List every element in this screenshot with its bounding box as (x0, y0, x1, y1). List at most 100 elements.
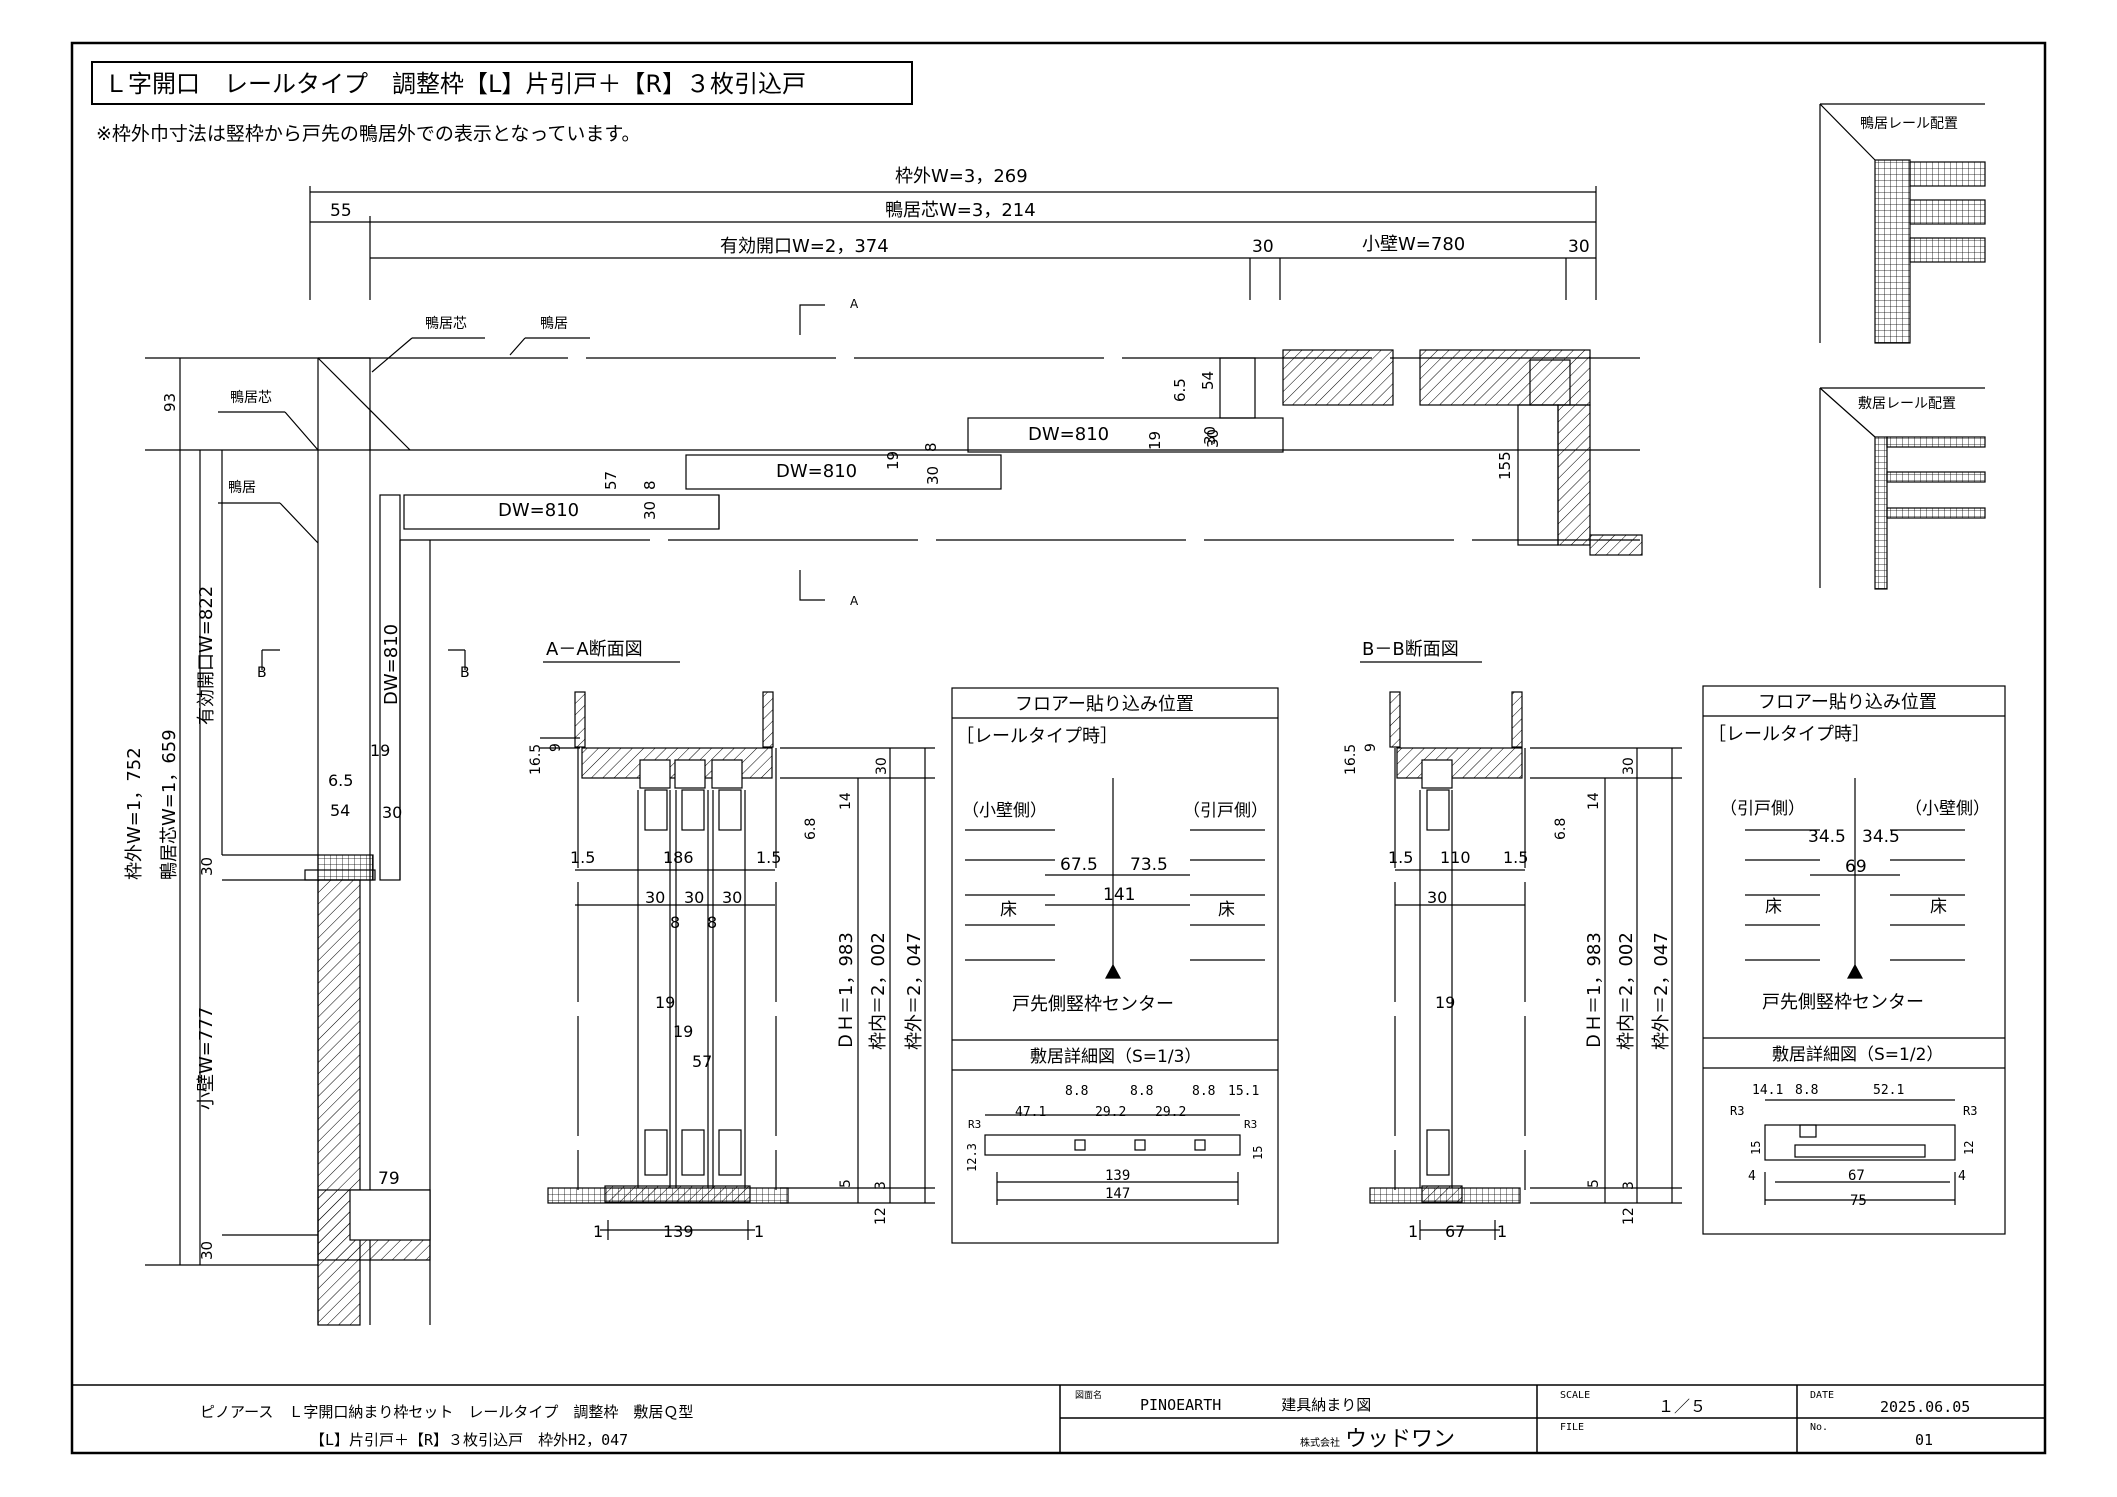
floor1-s1: 8.8 (1065, 1084, 1088, 1099)
dim-6-5: 6.5 (1171, 378, 1189, 402)
dim-19c: 19 (370, 741, 390, 760)
aa-dim-186: 186 (663, 848, 694, 867)
aa-dim-8a: 8 (670, 913, 680, 932)
door-width-2: DW=810 (776, 461, 857, 482)
tb-date-label: DATE (1810, 1390, 1834, 1401)
floor2-w75: 75 (1850, 1193, 1867, 1209)
tb-no-value: 01 (1915, 1431, 1933, 1449)
bb-dim-30a: 30 (1427, 888, 1447, 907)
floor2-title: フロアー貼り込み位置 (1758, 692, 1937, 713)
bb-dim-14: 14 (1586, 792, 1602, 810)
floor2-center: 戸先側竪枠センター (1762, 992, 1924, 1013)
dim-v-30b: 30 (198, 1241, 216, 1260)
bb-dim-16-5: 16.5 (1343, 744, 1359, 775)
floor2-left: （引戸側） (1720, 799, 1805, 819)
door-width-4: DW=810 (381, 624, 402, 705)
floor1-s3: 8.8 (1192, 1084, 1215, 1099)
aa-dim-30b: 30 (684, 888, 704, 907)
aa-dim-139: 139 (663, 1222, 694, 1241)
floor2-r3a: R3 (1730, 1104, 1744, 1118)
aa-dim-1a: 1 (593, 1222, 603, 1241)
tb-name-value: PINOEARTH 建具納まり図 (1140, 1396, 1371, 1414)
title-box (91, 61, 913, 105)
sheet-border (70, 41, 2047, 1455)
floor1-detail: 敷居詳細図（S=1/3） (1030, 1047, 1201, 1067)
aa-dim-12: 12 (873, 1207, 889, 1225)
floor2-s3: 52.1 (1873, 1083, 1904, 1098)
section-aa-labels: A－A断面図 16.5 9 30 14 6.8 1.5 186 1.5 30 3… (528, 639, 925, 1241)
aa-dim-6-8: 6.8 (803, 818, 819, 840)
section-aa (540, 661, 935, 1240)
aa-dim-30: 30 (874, 757, 890, 775)
bb-dim-3: 3 (1621, 1181, 1637, 1190)
dim-30e: 30 (382, 803, 402, 822)
floor-panel-1-labels: フロアー貼り込み位置 ［レールタイプ時］ （小壁側） （引戸側） 67.5 73… (956, 694, 1268, 1202)
dim-v-30: 30 (198, 857, 216, 876)
aa-dim-30a: 30 (645, 888, 665, 907)
aa-dim-14: 14 (838, 792, 854, 810)
tb-company: ウッドワン (1345, 1427, 1455, 1452)
floor1-s2: 8.8 (1130, 1084, 1153, 1099)
floor1-floor-l: 床 (1000, 900, 1017, 920)
tb-line2: 【L】片引戸＋【R】３枚引込戸 枠外H2，047 (310, 1431, 628, 1449)
dim-wall-width: 小壁W=780 (1362, 234, 1465, 255)
aa-dim-3: 3 (873, 1181, 889, 1190)
label-kamoi-core: 鴨居芯 (425, 316, 467, 332)
aa-dim-5: 5 (838, 1179, 854, 1188)
door-width-3: DW=810 (1028, 424, 1109, 445)
aa-dim-1b: 1 (754, 1222, 764, 1241)
floor1-floor-r: 床 (1218, 900, 1235, 920)
floor1-s5: 47.1 (1015, 1105, 1046, 1120)
section-bb (1360, 661, 1682, 1240)
dim-open-width: 有効開口W=2，374 (720, 236, 889, 257)
floor1-d2: 73.5 (1130, 855, 1168, 875)
bb-dim-1b: 1 (1497, 1222, 1507, 1241)
floor2-d2: 34.5 (1862, 827, 1900, 847)
aa-dim-9: 9 (548, 743, 564, 752)
bb-dim-9: 9 (1363, 743, 1379, 752)
dim-30a-v: 30 (1201, 426, 1219, 445)
door-width-1: DW=810 (498, 500, 579, 521)
bb-dim-1-5a: 1.5 (1388, 848, 1413, 867)
floor-panel-2 (1702, 685, 2006, 1235)
tb-file-label: FILE (1560, 1422, 1584, 1433)
section-aa-title: A－A断面図 (546, 639, 643, 660)
bb-door-height: ＤＨ＝1，983 (1584, 932, 1605, 1050)
dim-8b: 8 (922, 442, 940, 452)
dim-30c: 30 (924, 466, 942, 485)
floor1-d3: 141 (1103, 885, 1135, 905)
aa-dim-19b: 19 (673, 1022, 693, 1041)
floor2-h15: 15 (1749, 1141, 1763, 1155)
bb-dim-67: 67 (1445, 1222, 1465, 1241)
dim-57: 57 (602, 471, 620, 490)
floor2-h12: 12 (1962, 1141, 1976, 1155)
floor1-h12-3: 12.3 (965, 1143, 979, 1172)
floor1-title: フロアー貼り込み位置 (1015, 694, 1194, 715)
plan-labels: 枠外W=3，269 鴨居芯W=3，214 55 有効開口W=2，374 30 小… (124, 166, 1590, 1260)
dim-30b-v: 30 (641, 501, 659, 520)
section-a-top: A (850, 297, 859, 311)
dim-30a: 30 (1252, 237, 1274, 257)
floor2-s1: 14.1 (1752, 1083, 1783, 1098)
dim-outer-width: 枠外W=3，269 (895, 166, 1028, 187)
dim-v-outer: 枠外W=1，752 (124, 747, 145, 880)
plan-view (145, 186, 1643, 1326)
aa-inner-height: 枠内＝2，002 (868, 932, 889, 1050)
floor2-right: （小壁側） (1905, 799, 1990, 819)
bb-dim-1-5b: 1.5 (1503, 848, 1528, 867)
label-kamoi-core-2: 鴨居芯 (230, 390, 272, 406)
dim-30b: 30 (1568, 237, 1590, 257)
title-block-text: ピノアース Ｌ字開口納まり枠セット レールタイプ 調整枠 敷居Ｑ型 【L】片引戸… (200, 1389, 1970, 1452)
floor2-w4b: 4 (1958, 1169, 1966, 1184)
tb-scale-label: SCALE (1560, 1390, 1590, 1401)
aa-dim-19a: 19 (655, 993, 675, 1012)
floor1-s4: 15.1 (1228, 1084, 1259, 1099)
bb-dim-30: 30 (1621, 757, 1637, 775)
floor2-d1: 34.5 (1808, 827, 1846, 847)
tb-name-label: 図面名 (1075, 1389, 1102, 1401)
aa-outer-height: 枠外＝2，047 (904, 932, 925, 1050)
dim-19a: 19 (1146, 431, 1164, 450)
dim-79: 79 (378, 1169, 400, 1189)
aa-dim-8b: 8 (707, 913, 717, 932)
aa-dim-57: 57 (692, 1052, 712, 1071)
